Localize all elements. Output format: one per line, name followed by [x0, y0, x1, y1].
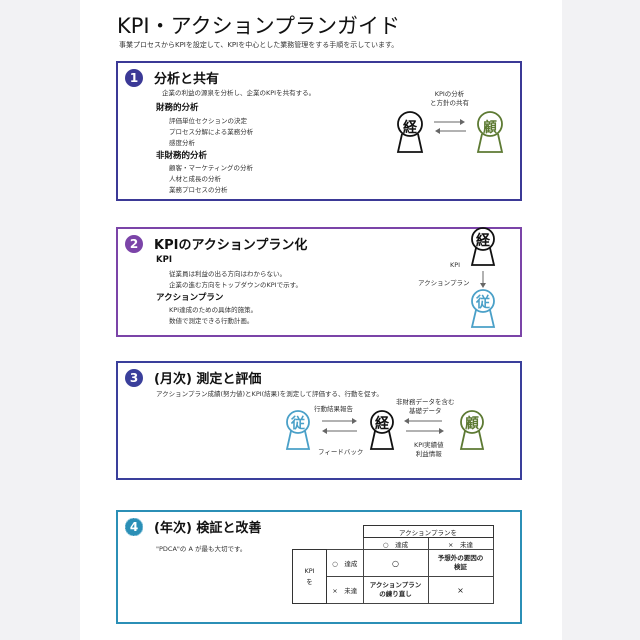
list-item: 顧客・マーケティングの分析 [169, 164, 253, 172]
row-group-header: KPI を [292, 549, 327, 604]
list-item: プロセス分解による業務分析 [169, 128, 254, 136]
kpi-results-label: KPI実績値 利益情報 [414, 441, 444, 459]
section-heading: KPIのアクションプラン化 [154, 238, 308, 253]
table-cell: ○ [362, 549, 429, 577]
column-group-header: アクションプランを [362, 525, 494, 538]
share-label: KPIの分析 と方針の共有 [430, 90, 469, 108]
arrow-right-icon [406, 428, 444, 434]
list-item: 評価単位セクションの決定 [169, 117, 247, 125]
share-label-line-1: KPIの分析 [434, 90, 465, 98]
table-blank [327, 526, 364, 538]
section-heading: (月次) 測定と評価 [154, 372, 262, 387]
list-item: 数値で測定できる行動計画。 [169, 317, 254, 325]
section-annual-verification: 4 (年次) 検証と改善 "PDCA"の A が最も大切です。 アクションプラン… [116, 510, 522, 624]
arrow-left-icon [435, 128, 466, 134]
cell-line: の練り直し [379, 590, 412, 598]
keyhole-person-icon [459, 410, 485, 450]
share-diagram [396, 111, 504, 153]
step-number-badge: 1 [125, 69, 143, 87]
action-plan-label: アクションプラン [418, 279, 470, 287]
section-heading: (年次) 検証と改善 [154, 521, 262, 536]
arrow-right-icon [322, 418, 357, 424]
table-blank [327, 538, 364, 550]
list-item: 業務プロセスの分析 [169, 186, 228, 194]
staff-glyph: 従 [291, 416, 305, 432]
customer-glyph: 顧 [483, 120, 497, 136]
row-group-line: KPI [304, 566, 315, 575]
list-item: 従業員は利益の出る方向はわからない。 [169, 270, 286, 278]
kpi-action-plan-matrix: アクションプランを ○ 達成 × 未達 KPI を ○ 達成 ○ 予想外の要因の… [292, 525, 494, 604]
list-item: 人材と成長の分析 [169, 175, 221, 183]
label-line: 基礎データ [409, 407, 442, 415]
customer-glyph: 顧 [465, 416, 479, 432]
arrow-left-icon [404, 418, 442, 424]
kpi-heading: KPI [156, 255, 172, 265]
feedback-label: フィードバック [318, 448, 364, 456]
cell-line: 検証 [454, 563, 467, 571]
arrow-right-icon [434, 119, 465, 125]
table-cell: 予想外の要因の 検証 [427, 549, 494, 577]
column-header: × 未達 [427, 537, 494, 550]
section-analysis-sharing: 1 分析と共有 企業の利益の源泉を分析し、企業のKPIを共有する。 財務的分析 … [116, 61, 522, 201]
section-heading: 分析と共有 [154, 72, 220, 87]
column-header: ○ 達成 [362, 537, 429, 550]
arrow-down-icon [480, 271, 486, 288]
list-item: 企業の進む方向をトップダウンのKPIで示す。 [169, 281, 302, 289]
keyhole-person-icon [396, 111, 424, 153]
section-monthly-measurement: 3 (月次) 測定と評価 アクションプラン成績(努力値)とKPI(結果)を測定し… [116, 361, 522, 480]
table-blank [293, 526, 327, 538]
page-subtitle: 事業プロセスからKPIを設定して、KPIを中心とした業務管理をする手順を示してい… [119, 41, 399, 49]
action-plan-heading: アクションプラン [156, 293, 224, 303]
nonfinancial-data-label: 非財務データを含む 基礎データ [396, 398, 455, 416]
table-blank [293, 538, 327, 550]
financial-analysis-heading: 財務的分析 [156, 103, 199, 113]
keyhole-person-icon [476, 111, 504, 153]
keyhole-person-icon [285, 410, 311, 450]
step-number: 4 [129, 520, 139, 534]
label-line: KPI実績値 [414, 441, 444, 449]
page-title: KPI・アクションプランガイド [117, 14, 400, 38]
row-group-line: を [306, 577, 313, 586]
manager-glyph: 経 [403, 120, 417, 136]
step-number-badge: 2 [125, 235, 143, 253]
list-item: 感度分析 [169, 139, 195, 147]
measurement-diagram [285, 410, 485, 450]
row-header: ○ 達成 [326, 549, 364, 577]
keyhole-person-icon [470, 227, 496, 266]
table-cell: × [427, 576, 494, 604]
keyhole-person-icon [369, 410, 395, 450]
staff-glyph: 従 [476, 295, 490, 311]
section-description: "PDCA"の A が最も大切です。 [156, 545, 247, 553]
step-number-badge: 3 [125, 369, 143, 387]
section-kpi-action-plan: 2 KPIのアクションプラン化 KPI 従業員は利益の出る方向はわからない。 企… [116, 227, 522, 337]
section-description: 企業の利益の源泉を分析し、企業のKPIを共有する。 [162, 89, 316, 97]
section-description: アクションプラン成績(努力値)とKPI(結果)を測定して評価する、行動を促す。 [156, 390, 383, 398]
manager-glyph: 経 [476, 233, 490, 249]
list-item: KPI達成のための具体的施策。 [169, 306, 258, 314]
report-label: 行動結果報告 [314, 405, 353, 413]
nonfinancial-analysis-heading: 非財務的分析 [156, 151, 208, 161]
kpi-diagram [470, 227, 496, 328]
cell-line: 予想外の要因の [437, 554, 484, 562]
arrow-left-icon [322, 428, 357, 434]
keyhole-person-icon [470, 289, 496, 328]
step-number-badge [125, 518, 143, 536]
label-line: 非財務データを含む [396, 398, 455, 406]
kpi-label: KPI [450, 261, 461, 269]
share-label-line-2: と方針の共有 [430, 99, 469, 107]
manager-glyph: 経 [375, 416, 389, 432]
label-line: 利益情報 [415, 450, 442, 458]
table-cell: アクションプラン の練り直し [362, 576, 429, 604]
row-header: × 未達 [326, 576, 364, 604]
cell-line: アクションプラン [369, 581, 422, 589]
